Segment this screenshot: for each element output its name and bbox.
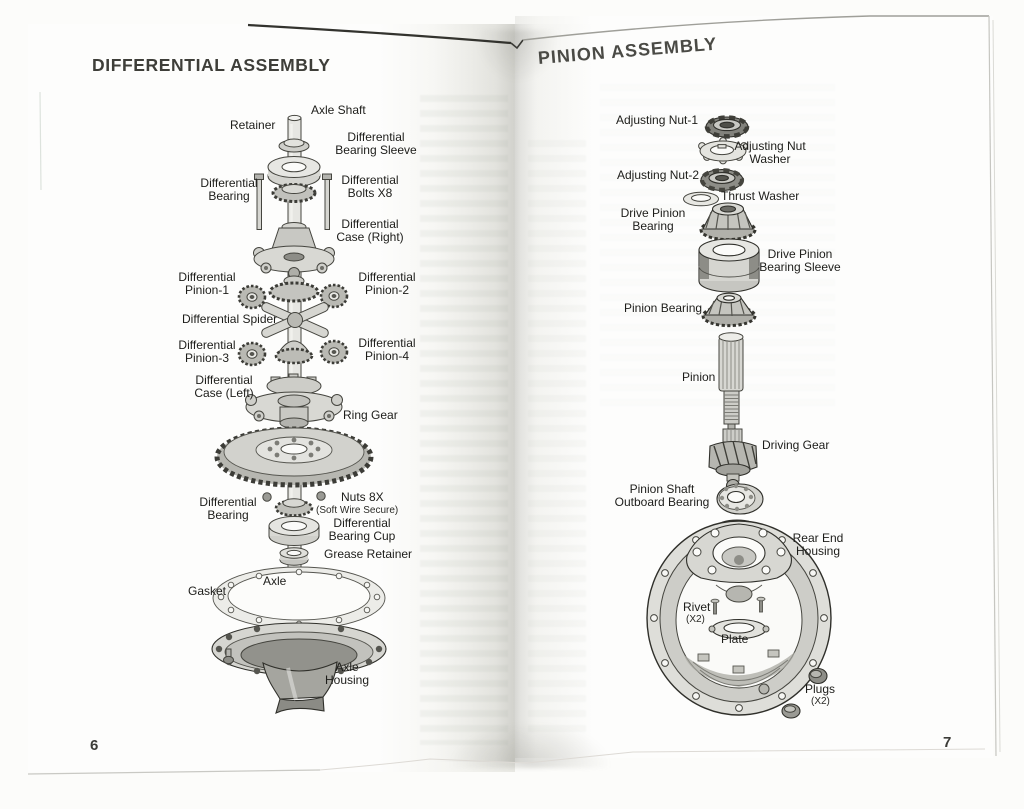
label-adjusting-nut-2: Adjusting Nut-2 bbox=[617, 168, 700, 182]
differential-bearing-lower-part bbox=[274, 498, 314, 517]
adjusting-nut-washer-part bbox=[698, 137, 748, 165]
adjusting-nut-2-part bbox=[699, 168, 745, 192]
label-differential-bolts: Differential Bolts X8 bbox=[341, 173, 399, 200]
label-differential-case-left: Differential Case (Left) bbox=[194, 373, 254, 400]
label-nuts-note: (Soft Wire Secure) bbox=[316, 505, 399, 516]
right-page-number: 7 bbox=[943, 734, 952, 751]
label-differential-bearing-cup: Differential Bearing Cup bbox=[328, 516, 396, 543]
label-differential-pinion-2: Differential Pinion-2 bbox=[358, 270, 416, 297]
label-grease-retainer: Grease Retainer bbox=[324, 547, 413, 561]
label-nuts-8x: Nuts 8X bbox=[341, 490, 384, 504]
label-axle: Axle bbox=[263, 574, 287, 588]
pinion-bearing-part bbox=[701, 292, 757, 328]
nuts-part bbox=[262, 491, 326, 502]
differential-bearing-cup-part bbox=[268, 516, 320, 546]
differential-bolts-part bbox=[254, 173, 332, 230]
label-driving-gear: Driving Gear bbox=[762, 438, 830, 452]
label-thrust-washer: Thrust Washer bbox=[721, 189, 800, 203]
ring-gear-part bbox=[214, 426, 374, 488]
ghost-text-bleedthrough bbox=[420, 95, 508, 745]
label-plate: Plate bbox=[721, 632, 749, 646]
label-differential-pinion-1: Differential Pinion-1 bbox=[178, 270, 236, 297]
differential-spider-part bbox=[261, 302, 329, 338]
label-differential-bearing-upper: Differential Bearing bbox=[200, 176, 258, 203]
side-gear-part bbox=[274, 340, 314, 365]
pinion-part bbox=[718, 332, 744, 430]
differential-pinion-4-part bbox=[319, 339, 349, 365]
label-retainer: Retainer bbox=[230, 118, 276, 132]
label-plugs: Plugs bbox=[805, 682, 836, 696]
label-drive-pinion-bearing-sleeve: Drive Pinion Bearing Sleeve bbox=[759, 247, 841, 274]
label-differential-bearing-sleeve: Differential Bearing Sleeve bbox=[335, 130, 417, 157]
label-rivet-note: (X2) bbox=[686, 614, 705, 625]
label-differential-pinion-4: Differential Pinion-4 bbox=[358, 336, 416, 363]
retainer-part bbox=[278, 138, 310, 153]
label-differential-bearing-lower: Differential Bearing bbox=[199, 495, 257, 522]
label-axle-housing: Axle Housing bbox=[324, 660, 370, 687]
label-rivet: Rivet bbox=[683, 600, 711, 614]
thrust-washer-part bbox=[683, 191, 719, 207]
ghost-text-bleedthrough bbox=[528, 140, 586, 735]
plugs-part bbox=[781, 667, 828, 719]
adjusting-nut-1-part bbox=[704, 115, 750, 139]
axle-housing-part bbox=[211, 622, 387, 715]
pinion-assembly-diagram bbox=[646, 115, 832, 719]
label-ring-gear: Ring Gear bbox=[343, 408, 398, 422]
label-gasket: Gasket bbox=[188, 584, 227, 598]
differential-case-left-part bbox=[245, 373, 343, 429]
gutter-shadow bbox=[433, 24, 598, 762]
driving-gear-part bbox=[708, 428, 758, 494]
left-page-number: 6 bbox=[90, 737, 99, 754]
pinion-shaft-outboard-bearing-part bbox=[716, 483, 764, 515]
drive-pinion-bearing-sleeve-part bbox=[698, 238, 760, 293]
gasket-part bbox=[212, 566, 386, 630]
label-adjusting-nut-1: Adjusting Nut-1 bbox=[616, 113, 699, 127]
label-plugs-note: (X2) bbox=[811, 696, 830, 707]
rear-end-housing-part bbox=[646, 519, 832, 716]
label-adjusting-nut-washer: Adjusting Nut Washer bbox=[734, 139, 806, 166]
label-pinion-bearing: Pinion Bearing bbox=[624, 301, 703, 315]
label-rear-end-housing: Rear End Housing bbox=[792, 531, 844, 558]
label-differential-case-right: Differential Case (Right) bbox=[336, 217, 404, 244]
label-differential-pinion-3: Differential Pinion-3 bbox=[178, 338, 236, 365]
differential-bearing-upper-part bbox=[271, 183, 317, 203]
label-pinion-shaft-outboard-bearing: Pinion Shaft Outboard Bearing bbox=[614, 482, 710, 509]
grease-retainer-part bbox=[279, 547, 309, 566]
label-differential-spider: Differential Spider bbox=[182, 312, 278, 326]
label-pinion: Pinion bbox=[682, 370, 716, 384]
label-drive-pinion-bearing: Drive Pinion Bearing bbox=[620, 206, 686, 233]
left-page-title: DIFFERENTIAL ASSEMBLY bbox=[92, 55, 331, 75]
differential-assembly-diagram bbox=[211, 114, 387, 715]
case-hub-gear-part bbox=[268, 267, 320, 303]
differential-bearing-sleeve-part bbox=[267, 156, 321, 187]
differential-case-right-part bbox=[253, 222, 335, 274]
drive-pinion-bearing-part bbox=[699, 202, 757, 242]
label-axle-shaft: Axle Shaft bbox=[311, 103, 366, 117]
